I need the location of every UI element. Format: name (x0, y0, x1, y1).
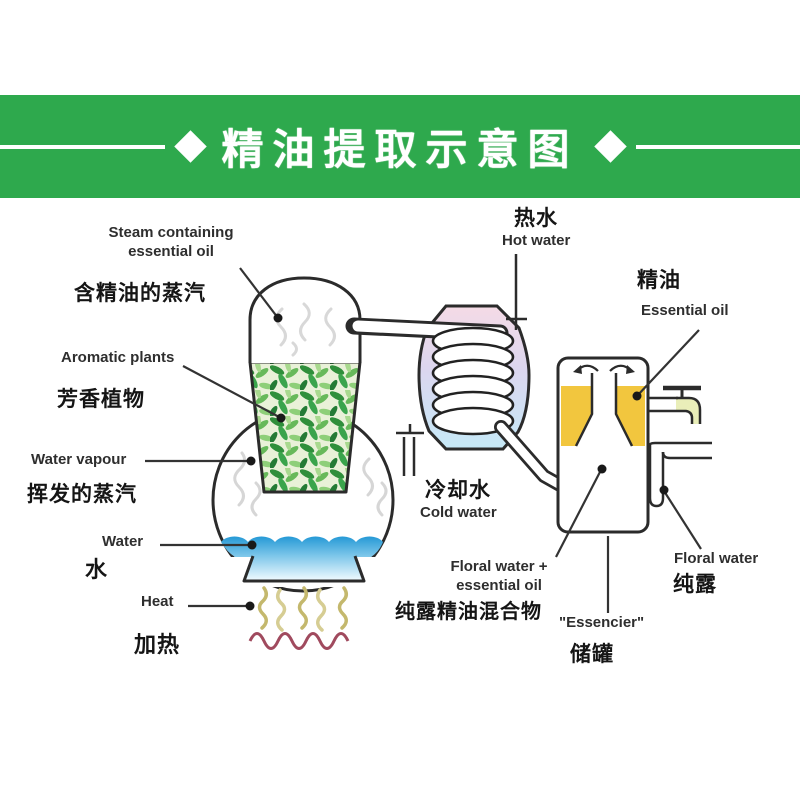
condensate-pipe (494, 420, 567, 492)
condenser-coil (431, 326, 515, 436)
hot-water-inlet-mark (506, 254, 527, 330)
label-aromatic-plants-en: Aromatic plants (61, 349, 175, 366)
label-floral-mix-en2: essential oil (456, 576, 542, 594)
label-essencier-zh: 储罐 (570, 643, 614, 666)
heat-flames (257, 586, 348, 632)
label-water-en: Water (102, 533, 144, 550)
page-title: 精油提取示意图 (221, 128, 579, 174)
label-steam-en: Steam containing essential oil (108, 224, 234, 260)
label-steam-zh: 含精油的蒸汽 (74, 282, 206, 305)
label-aromatic-plants-zh: 芳香植物 (57, 388, 145, 411)
pointer-dots (245, 313, 669, 611)
label-water-vapour-zh: 挥发的蒸汽 (27, 483, 137, 506)
label-water-zh: 水 (85, 557, 109, 582)
title-band: 精油提取示意图 (0, 95, 800, 198)
label-essencier-en: "Essencier" (559, 614, 645, 631)
flask-base (242, 555, 366, 583)
plant-basket (248, 360, 362, 494)
label-heat-en: Heat (141, 593, 174, 610)
label-floral-mix-zh: 纯露精油混合物 (395, 601, 542, 623)
label-essential-oil-zh: 精油 (637, 269, 681, 292)
overflow-arrows (573, 364, 635, 374)
label-floral-water-en: Floral water (674, 550, 759, 567)
oil-layer (561, 386, 645, 446)
label-hot-water-en: Hot water (502, 232, 571, 249)
tap (648, 385, 702, 424)
heat-wave (248, 632, 350, 650)
label-cold-water-en: Cold water (420, 504, 497, 521)
label-floral-water-zh: 纯露 (673, 573, 717, 596)
pointer-lines (145, 267, 702, 613)
title-rule-left (0, 144, 165, 149)
water-fill (221, 536, 383, 580)
label-cold-water-zh: 冷却水 (425, 479, 491, 502)
label-floral-mix-en1: Floral water + (450, 558, 548, 575)
separator-vessel (556, 356, 650, 534)
label-water-vapour-en: Water vapour (31, 451, 127, 468)
label-hot-water-zh: 热水 (514, 207, 558, 230)
cold-water-inlet-mark (396, 424, 424, 476)
label-essential-oil-en: Essential oil (641, 302, 729, 319)
floral-water-outlet-pipe (648, 441, 712, 508)
label-heat-zh: 加热 (134, 632, 181, 657)
title-rule-right (635, 144, 800, 149)
